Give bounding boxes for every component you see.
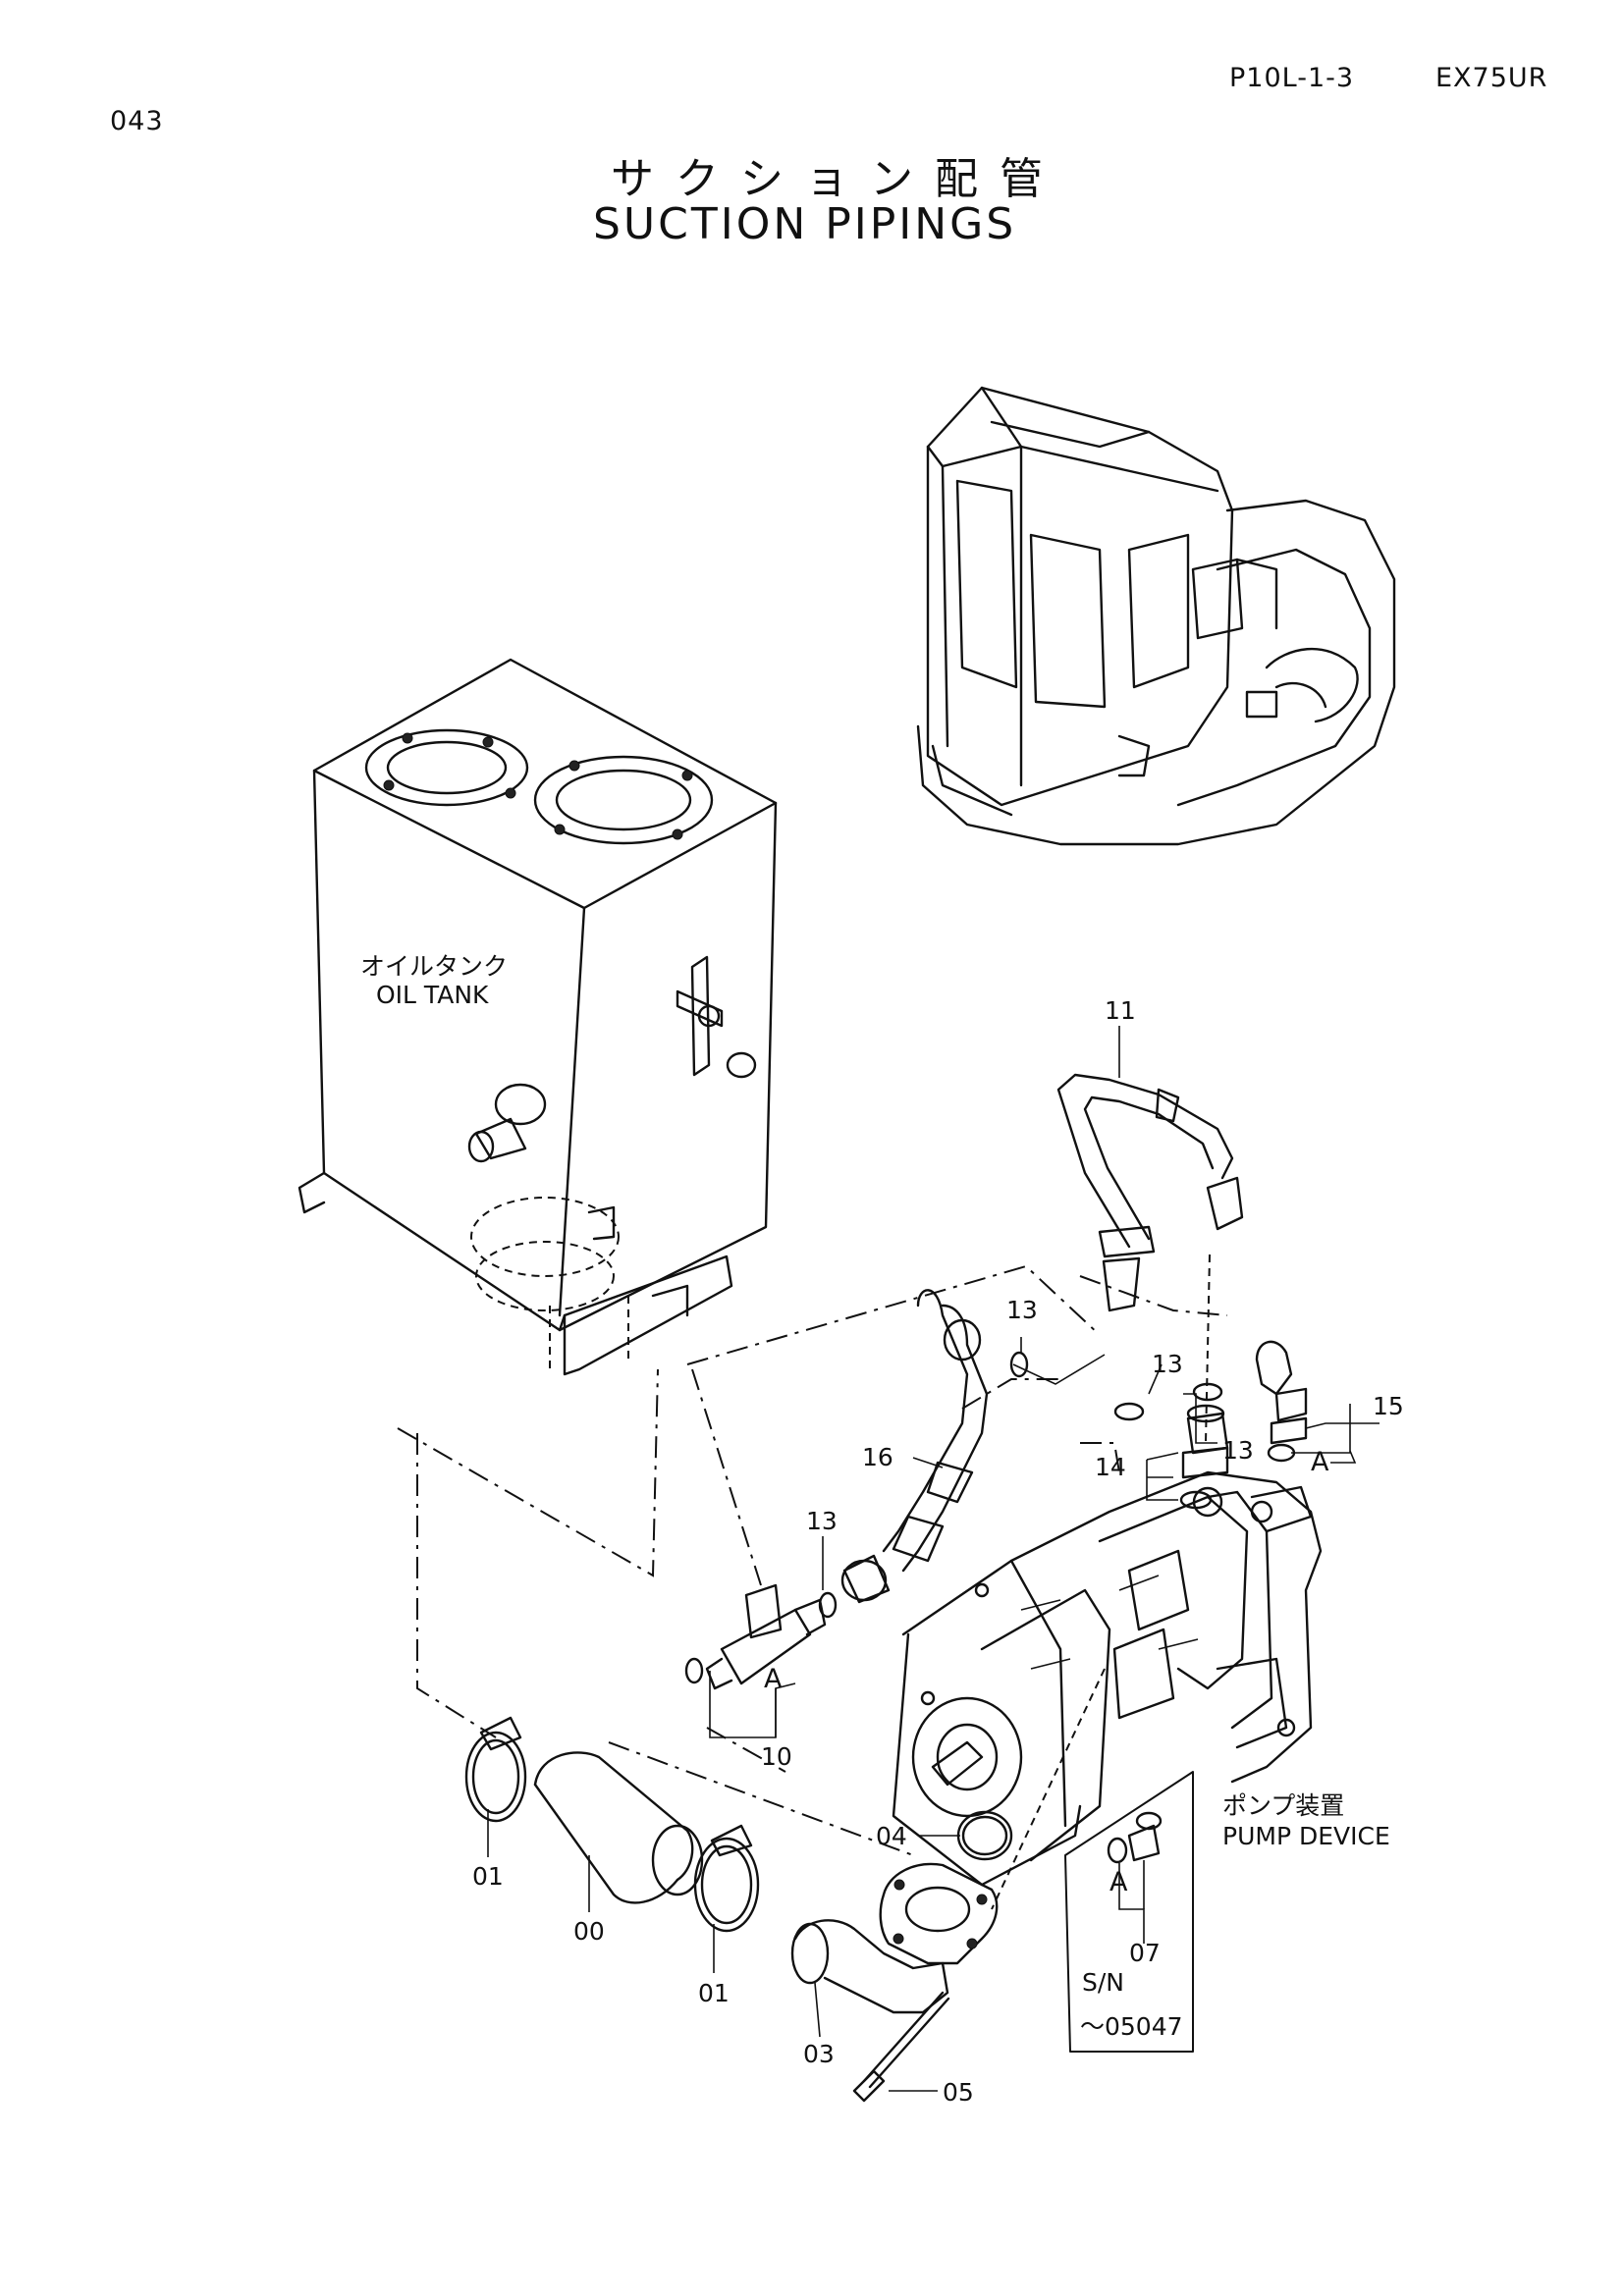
oil-tank-label-english: OIL TANK	[376, 981, 489, 1009]
oil-tank-label-japanese: オイルタンク	[360, 952, 509, 981]
leader-tank-to-clamp	[416, 1433, 497, 1738]
leader-to-pump-b	[1080, 1442, 1120, 1473]
page-title-japanese: サクション配管	[611, 154, 1064, 204]
leader-pump-to-flange	[991, 1668, 1106, 1910]
callout-14: 14	[1095, 1453, 1126, 1481]
leader-tee-up	[691, 1368, 762, 1586]
callout-07: 07	[1129, 1939, 1161, 1967]
callout-05: 05	[943, 2078, 974, 2107]
o-ring-13-mid	[1113, 1402, 1145, 1421]
callout-13-right: 13	[1152, 1350, 1183, 1378]
o-ring-10	[684, 1657, 704, 1684]
callout-leaders	[487, 1026, 1380, 2092]
oil-tank-drawing	[298, 658, 778, 1376]
pump-adapter-07-drawing	[1107, 1811, 1163, 1864]
serial-number-label: S/N	[1082, 1968, 1124, 1997]
fitting-15-drawing	[1255, 1340, 1308, 1445]
callout-04: 04	[876, 1822, 907, 1850]
callout-03: 03	[803, 2040, 835, 2068]
hose-11-drawing	[1056, 1073, 1244, 1312]
page-code: P10L-1-3	[1229, 63, 1355, 93]
callout-13-upper: 13	[1006, 1296, 1038, 1324]
callout-13-mid: 13	[1222, 1436, 1254, 1465]
hose-16-drawing	[840, 1289, 989, 1604]
leader-elbow-run	[608, 1741, 914, 1856]
leader-to-pump	[961, 1378, 1060, 1410]
o-ring-13-15	[1267, 1443, 1296, 1463]
hose-clamp-01-right-drawing	[693, 1824, 760, 1933]
o-ring-13-right	[1192, 1382, 1223, 1402]
callout-16: 16	[862, 1443, 893, 1471]
leader-hose-to-elbow	[1079, 1275, 1228, 1316]
callout-a-07: A	[1109, 1867, 1128, 1897]
leader-flange-pump	[706, 1727, 786, 1773]
callout-a-10: A	[764, 1664, 783, 1694]
o-ring-04-drawing	[956, 1810, 1013, 1861]
serial-bracket-box	[1064, 1771, 1194, 2053]
callout-00: 00	[573, 1917, 605, 1946]
pump-device-label-japanese: ポンプ装置	[1222, 1791, 1345, 1820]
page-number: 043	[110, 106, 164, 136]
excavator-cab-drawing	[916, 386, 1396, 846]
pump-device-drawing	[892, 1470, 1323, 1887]
tee-fitting-10-drawing	[705, 1583, 827, 1690]
callout-11: 11	[1105, 996, 1136, 1025]
page-title-english: SUCTION PIPINGS	[593, 199, 1017, 249]
callout-13-tee: 13	[806, 1507, 838, 1535]
suction-hose-00-drawing	[533, 1751, 704, 1904]
leader-to-adapter	[686, 1264, 1101, 1365]
callout-01-left: 01	[472, 1862, 504, 1891]
callout-01-right: 01	[698, 1979, 730, 2007]
fitting-14-drawing	[1181, 1404, 1229, 1479]
elbow-03-drawing	[790, 1862, 999, 2014]
o-ring-04-inner	[961, 1815, 1008, 1856]
model-name: EX75UR	[1435, 63, 1548, 93]
serial-number-range: ～05047	[1080, 2012, 1183, 2041]
leader-vertical-fitting	[1205, 1254, 1211, 1444]
leader-tank-outline	[397, 1368, 659, 1577]
callout-10: 10	[761, 1742, 792, 1771]
pump-device-label-english: PUMP DEVICE	[1222, 1822, 1390, 1850]
callout-a-15: A	[1311, 1447, 1329, 1477]
hose-clamp-01-left-drawing	[464, 1716, 527, 1823]
bolt-05-drawing	[852, 1991, 950, 2103]
o-ring-13-upper	[1009, 1351, 1029, 1378]
callout-15: 15	[1373, 1392, 1404, 1420]
